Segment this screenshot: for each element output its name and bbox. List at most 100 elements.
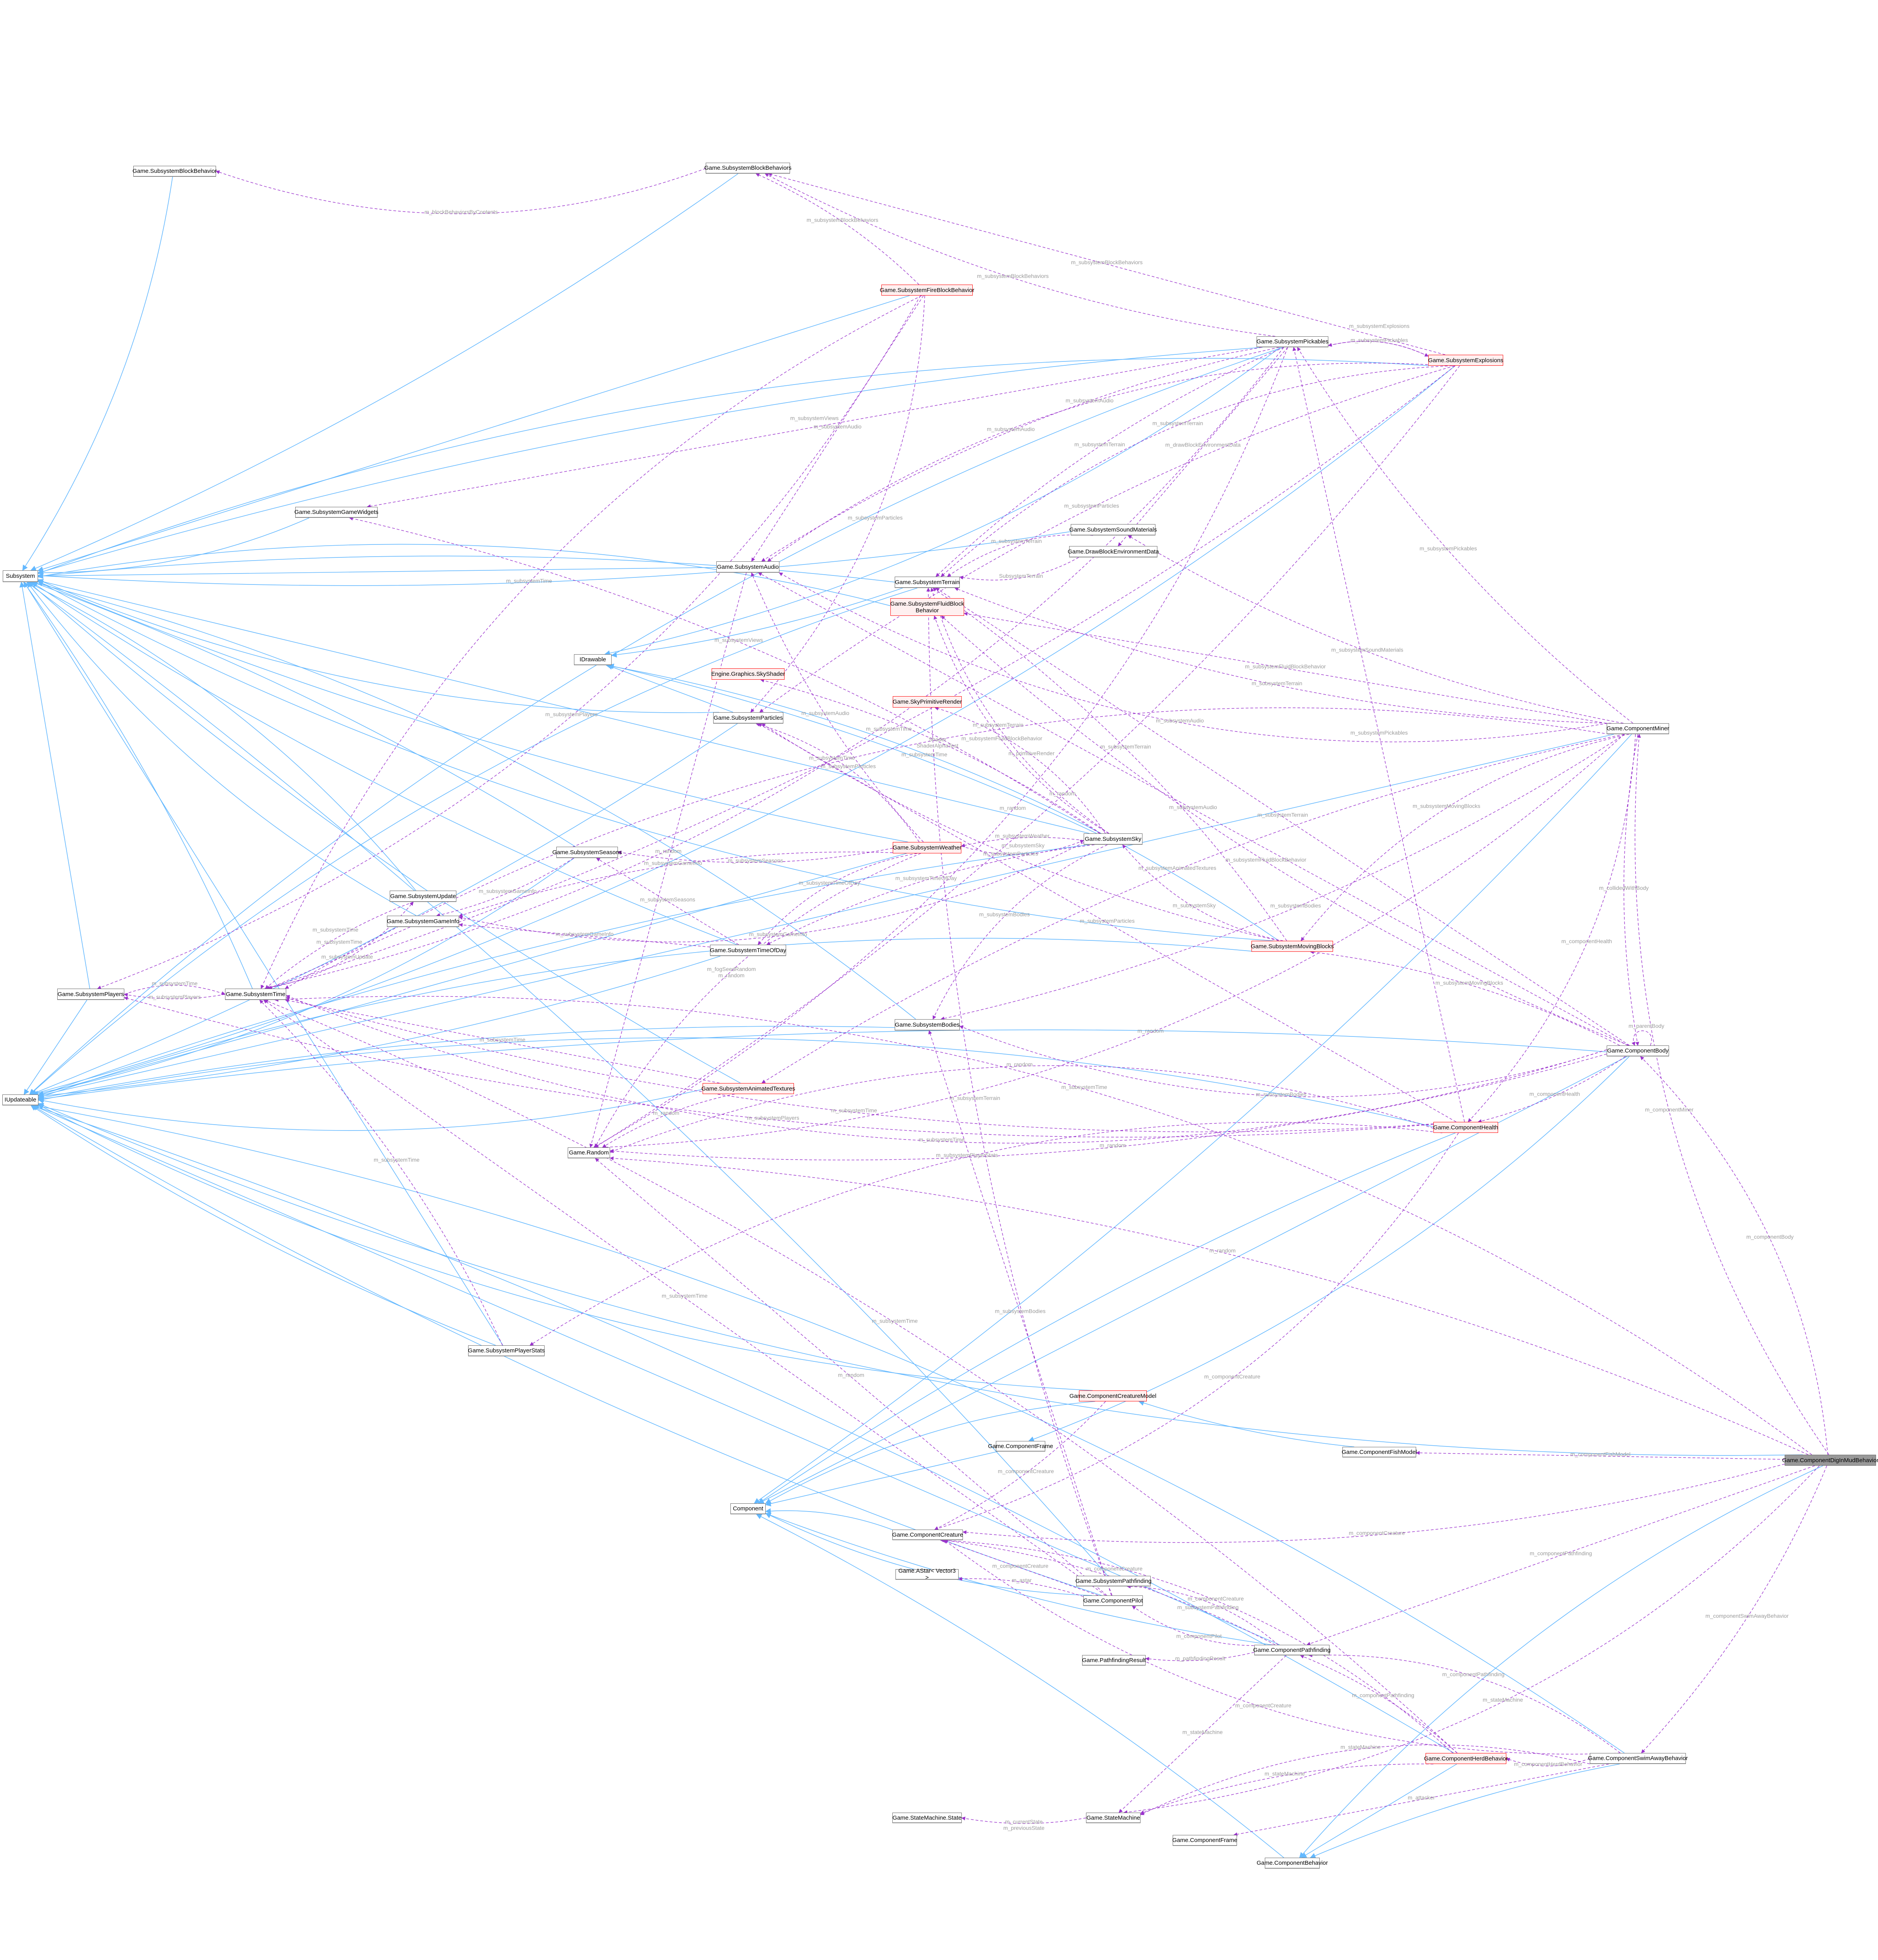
class-node-path-result[interactable]: Game.PathfindingResult: [1082, 1655, 1146, 1666]
class-node-subsystem[interactable]: Subsystem: [3, 570, 38, 582]
inheritance-edge: [27, 581, 417, 916]
usage-arrow: [954, 587, 1611, 724]
class-node-sub-pathfinding[interactable]: Game.SubsystemPathfinding: [1075, 1576, 1152, 1586]
class-node-astar[interactable]: Game.AStar< Vector3 >: [895, 1568, 959, 1581]
usage-arrow: [1132, 1606, 1273, 1646]
usage-arrow: [610, 1054, 1607, 1160]
usage-arrow: [1328, 341, 1429, 357]
usage-arrow: [367, 347, 1262, 508]
class-node-creature[interactable]: Game.ComponentCreature: [892, 1530, 963, 1540]
usage-arrow: [768, 172, 1446, 355]
usage-edge: [941, 365, 1453, 577]
class-node-fish-model[interactable]: Game.ComponentFishModel: [1342, 1447, 1417, 1457]
usage-arrow: [596, 858, 739, 945]
inheritance-edge: [19, 581, 90, 989]
class-node-fluid[interactable]: Game.SubsystemFluidBlock Behavior: [890, 598, 964, 616]
usage-arrow: [930, 588, 1109, 834]
class-node-audio[interactable]: Game.SubsystemAudio: [716, 561, 779, 573]
inheritance-arrow: [611, 588, 903, 658]
class-node-explosions[interactable]: Game.SubsystemExplosions: [1428, 355, 1503, 366]
inheritance-arrow: [24, 1000, 87, 1095]
usage-edge: [1416, 1451, 1785, 1460]
usage-arrow: [964, 612, 1607, 724]
class-node-time[interactable]: Game.SubsystemTime: [225, 989, 286, 1000]
usage-arrow: [216, 168, 706, 214]
class-node-animated-textures[interactable]: Game.SubsystemAnimatedTextures: [701, 1083, 795, 1094]
class-node-player-stats[interactable]: Game.SubsystemPlayerStats: [468, 1345, 545, 1356]
inheritance-edge: [23, 581, 253, 989]
usage-edge: [260, 295, 922, 989]
inheritance-edge: [765, 1513, 1092, 1596]
inheritance-arrow: [1299, 1465, 1824, 1858]
class-node-creature-model[interactable]: Game.ComponentCreatureModel: [1070, 1390, 1156, 1401]
class-node-fire-block[interactable]: Game.SubsystemFireBlockBehavior: [880, 285, 974, 296]
inheritance-arrow: [37, 295, 910, 572]
usage-arrow: [594, 853, 921, 1148]
class-node-pathfinding[interactable]: Game.ComponentPathfinding: [1253, 1645, 1331, 1655]
class-node-component-frame[interactable]: Game.ComponentFrame: [988, 1441, 1053, 1452]
class-node-random[interactable]: Game.Random: [568, 1147, 610, 1158]
class-node-players[interactable]: Game.SubsystemPlayers: [57, 989, 124, 1000]
usage-edge: [610, 1156, 1809, 1455]
class-node-update[interactable]: Game.SubsystemUpdate: [390, 891, 456, 902]
usage-edge: [961, 837, 1084, 848]
class-node-sky-shader[interactable]: Engine.Graphics.SkyShader: [711, 668, 785, 680]
class-node-sound-materials[interactable]: Game.SubsystemSoundMaterials: [1069, 524, 1157, 535]
class-node-i-drawable[interactable]: IDrawable: [574, 654, 612, 665]
class-node-weather[interactable]: Game.SubsystemWeather: [893, 842, 961, 853]
usage-edge: [944, 1539, 1275, 1645]
usage-arrow: [765, 173, 1275, 337]
usage-edge: [594, 365, 1460, 1148]
class-node-sky[interactable]: Game.SubsystemSky: [1084, 833, 1142, 845]
class-node-i-updateable[interactable]: IUpdateable: [2, 1094, 38, 1105]
class-node-terrain[interactable]: Game.SubsystemTerrain: [895, 577, 960, 588]
class-node-block-behaviors[interactable]: Game.SubsystemBlockBehaviors: [704, 163, 792, 174]
inheritance-edge: [24, 1000, 87, 1095]
usage-edge: [761, 347, 1279, 562]
usage-edge: [1468, 734, 1636, 1122]
usage-edge: [940, 1538, 1453, 1753]
class-node-component[interactable]: Component: [730, 1503, 766, 1514]
class-node-seasons[interactable]: Game.SubsystemSeasons: [552, 847, 622, 858]
inheritance-arrow: [30, 173, 739, 571]
usage-arrow: [959, 557, 1079, 581]
class-node-pickables[interactable]: Game.SubsystemPickables: [1257, 336, 1328, 347]
class-node-body[interactable]: Game.ComponentBody: [1607, 1045, 1669, 1056]
usage-edge: [1306, 1465, 1815, 1646]
class-node-game-widgets[interactable]: Game.SubsystemGameWidgets: [294, 507, 378, 518]
class-node-sm-state[interactable]: Game.StateMachine.State: [892, 1813, 962, 1823]
class-node-sky-prim[interactable]: Game.SkyPrimitiveRender: [893, 696, 962, 708]
inheritance-edge: [26, 582, 1108, 1576]
class-node-swim[interactable]: Game.ComponentSwimAwayBehavior: [1588, 1753, 1688, 1764]
class-node-sm[interactable]: Game.StateMachine: [1086, 1813, 1141, 1823]
class-node-block-behavior[interactable]: Game.SubsystemBlockBehavior: [133, 166, 217, 177]
usage-arrow: [767, 363, 1447, 562]
usage-arrow: [1416, 1451, 1785, 1460]
class-node-component-behavior[interactable]: Game.ComponentBehavior: [1257, 1858, 1328, 1869]
class-node-miner[interactable]: Game.ComponentMiner: [1606, 723, 1669, 734]
class-node-time-of-day[interactable]: Game.SubsystemTimeOfDay: [710, 945, 786, 956]
usage-arrow: [593, 347, 1288, 1148]
class-node-game-component-frame[interactable]: Game.ComponentFrame: [1172, 1835, 1237, 1846]
class-node-pilot[interactable]: Game.ComponentPilot: [1083, 1595, 1143, 1606]
class-node-particles[interactable]: Game.SubsystemParticles: [713, 712, 783, 724]
usage-edge: [436, 858, 574, 917]
class-node-bodies[interactable]: Game.SubsystemBodies: [895, 1019, 960, 1031]
class-node-dig-in[interactable]: Game.ComponentDigInMudBehavior: [1782, 1455, 1878, 1466]
usage-edge: [767, 363, 1447, 562]
inheritance-arrow: [765, 1508, 893, 1530]
usage-arrow: [751, 572, 924, 842]
inheritance-arrow: [30, 1105, 496, 1346]
class-node-herd[interactable]: Game.ComponentHerdBehavior: [1424, 1753, 1508, 1764]
class-node-draw-block-env[interactable]: Game.DrawBlockEnvironmentData: [1068, 546, 1159, 557]
class-node-health[interactable]: Game.ComponentHealth: [1433, 1122, 1498, 1133]
inheritance-arrow: [758, 1132, 1456, 1504]
inheritance-edge: [38, 853, 907, 1096]
inheritance-arrow: [37, 579, 1090, 834]
inheritance-edge: [607, 664, 734, 713]
usage-edge: [959, 1025, 1607, 1097]
class-node-moving-blocks[interactable]: Game.SubsystemMovingBlocks: [1251, 941, 1334, 952]
class-node-game-info[interactable]: Game.SubsystemGameInfo: [387, 916, 460, 927]
usage-arrow: [286, 996, 1434, 1132]
inheritance-edge: [605, 663, 1279, 941]
